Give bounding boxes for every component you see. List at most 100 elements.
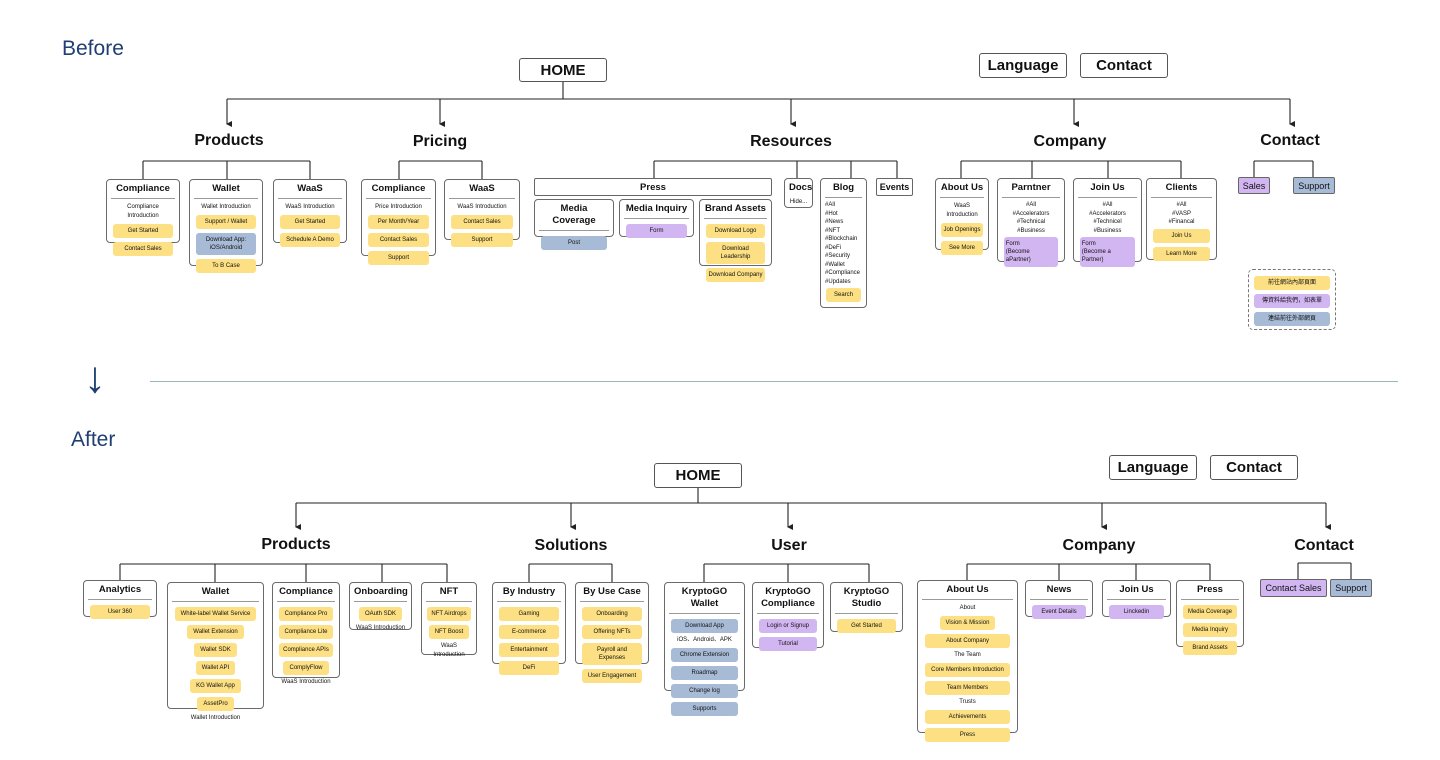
before-sales-button[interactable]: Sales (1238, 177, 1270, 194)
support-wallet-button[interactable]: Support / Wallet (195, 215, 257, 229)
after-language-box[interactable]: Language (1109, 455, 1197, 480)
blog-tag[interactable]: #Blockchain (825, 236, 858, 242)
white-label-wallet-button[interactable]: White-label Wallet Service (174, 607, 257, 621)
before-contact-box[interactable]: Contact (1080, 53, 1168, 78)
get-started-button[interactable]: Get Started (836, 619, 897, 633)
contact-sales-button[interactable]: Contact Sales (112, 242, 174, 256)
form-button[interactable]: Form (625, 224, 688, 238)
join-form-button[interactable]: Form (Become a Partner) (1079, 237, 1136, 267)
download-logo-button[interactable]: Download Logo (705, 224, 766, 238)
contact-sales-button[interactable]: Contact Sales (367, 233, 430, 247)
post-link[interactable]: Post (541, 236, 607, 250)
clients-tag[interactable]: #Financal (1168, 219, 1195, 225)
event-details-button[interactable]: Event Details (1031, 605, 1087, 619)
after-contact-sales-button[interactable]: Contact Sales (1260, 579, 1327, 597)
partner-tag[interactable]: #Business (1017, 227, 1045, 234)
blog-tag[interactable]: #Wallet (825, 261, 845, 268)
media-inquiry-button[interactable]: Media Inquiry (1182, 623, 1238, 637)
download-app-link[interactable]: Download App: iOS/Android (195, 233, 257, 255)
achievements-button[interactable]: Achievements (924, 710, 1011, 724)
contact-sales-button[interactable]: Contact Sales (450, 215, 514, 229)
blog-tag[interactable]: #Security (825, 253, 851, 259)
offering-nfts-button[interactable]: Offering NFTs (581, 625, 643, 639)
onboarding-button[interactable]: Onboarding (581, 607, 643, 621)
roadmap-link[interactable]: Roadmap (671, 666, 738, 680)
blog-tag[interactable]: #NFT (825, 227, 840, 234)
join-tag[interactable]: #All (1102, 202, 1113, 208)
wallet-api-button[interactable]: Wallet API (195, 661, 236, 675)
to-b-case-button[interactable]: To B Case (195, 259, 257, 273)
tutorial-button[interactable]: Tutorial (758, 637, 818, 651)
support-button[interactable]: Support (367, 251, 430, 265)
job-openings-button[interactable]: Job Openings (941, 223, 983, 237)
before-language-box[interactable]: Language (979, 53, 1067, 78)
get-started-button[interactable]: Get Started (279, 215, 341, 229)
brand-assets-button[interactable]: Brand Assets (1182, 641, 1238, 655)
oauth-sdk-button[interactable]: OAuth SDK (358, 607, 402, 621)
about-company-button[interactable]: About Company (924, 634, 1011, 648)
after-support-button[interactable]: Support (1330, 579, 1372, 597)
blog-tag[interactable]: #DeFi (825, 244, 842, 251)
wallet-sdk-button[interactable]: Wallet SDK (194, 643, 237, 657)
partner-tag[interactable]: #Accelerators (1012, 210, 1050, 217)
compliance-lite-button[interactable]: Compliance Lite (278, 625, 334, 639)
before-home-box[interactable]: HOME (519, 58, 607, 82)
linkedin-link[interactable]: Linckedin (1108, 605, 1165, 619)
blog-tag[interactable]: #Compliance (825, 270, 861, 276)
search-button[interactable]: Search (826, 288, 861, 302)
core-members-button[interactable]: Core Members Introduction (924, 663, 1011, 677)
blog-tag[interactable]: #Updates (825, 278, 851, 285)
card-title: WaaS (278, 183, 342, 199)
join-tag[interactable]: #Accelerators (1089, 210, 1126, 217)
see-more-button[interactable]: See More (941, 241, 983, 255)
join-us-button[interactable]: Join Us (1152, 228, 1211, 243)
team-members-button[interactable]: Team Members (924, 681, 1011, 695)
user-360-button[interactable]: User 360 (89, 605, 151, 619)
gaming-button[interactable]: Gaming (498, 607, 560, 621)
after-home-box[interactable]: HOME (654, 463, 742, 488)
complyflow-button[interactable]: ComplyFlow (283, 661, 329, 675)
join-tag[interactable]: #Business (1093, 227, 1122, 234)
clients-tag[interactable]: #All (1176, 202, 1187, 208)
vision-mission-button[interactable]: Vision & Mission (939, 616, 996, 630)
assetpro-button[interactable]: AssetPro (197, 697, 234, 711)
after-contact-box[interactable]: Contact (1210, 455, 1298, 480)
supports-link[interactable]: Supports (671, 702, 738, 716)
learn-more-button[interactable]: Learn More (1152, 246, 1211, 261)
kg-wallet-app-button[interactable]: KG Wallet App (190, 679, 241, 693)
nft-airdrops-button[interactable]: NFT Airdrops (427, 607, 471, 621)
support-button[interactable]: Support (450, 233, 514, 247)
login-signup-button[interactable]: Login or Signup (758, 619, 818, 633)
blog-tag[interactable]: #News (825, 219, 844, 225)
payroll-expenses-button[interactable]: Payroll and Expenses (581, 643, 643, 665)
per-month-year-button[interactable]: Per Month/Year (367, 215, 430, 229)
after-kryptogo-compliance-card: KryptoGO Compliance Login or Signup Tuto… (752, 582, 824, 651)
press-button[interactable]: Press (924, 728, 1011, 742)
clients-tag[interactable]: #VASP (1172, 210, 1191, 217)
compliance-pro-button[interactable]: Compliance Pro (278, 607, 334, 621)
get-started-button[interactable]: Get Started (112, 224, 174, 238)
ecommerce-button[interactable]: E-commerce (498, 625, 560, 639)
partner-tag[interactable]: #Technical (1016, 219, 1046, 225)
defi-button[interactable]: DeFi (498, 661, 560, 675)
schedule-demo-button[interactable]: Schedule A Demo (279, 233, 341, 247)
join-tag[interactable]: #Technicel (1093, 219, 1122, 225)
before-support-button[interactable]: Support (1293, 177, 1335, 194)
entertainment-button[interactable]: Entertainment (498, 643, 560, 657)
download-app-link[interactable]: Download App (671, 619, 738, 633)
change-log-link[interactable]: Change log (671, 684, 738, 698)
nft-boost-button[interactable]: NFT Boost (428, 625, 470, 639)
before-press-box[interactable]: Press (534, 178, 772, 196)
compliance-apis-button[interactable]: Compliance APIs (278, 643, 334, 657)
user-engagement-button[interactable]: User Engagement (581, 669, 643, 683)
wallet-extension-button[interactable]: Wallet Extension (187, 625, 244, 639)
before-events-box[interactable]: Events (876, 178, 913, 196)
blog-tag[interactable]: #All (825, 202, 836, 208)
download-leadership-button[interactable]: Download Leadership (705, 242, 766, 264)
partner-tag[interactable]: #All (1025, 202, 1036, 208)
partner-form-button[interactable]: Form (Become aPartner) (1003, 237, 1059, 267)
chrome-extension-link[interactable]: Chrome Extension (671, 648, 738, 662)
download-company-button[interactable]: Download Company (705, 268, 766, 282)
blog-tag[interactable]: #Hot (825, 210, 838, 217)
media-coverage-button[interactable]: Media Coverage (1182, 605, 1238, 619)
